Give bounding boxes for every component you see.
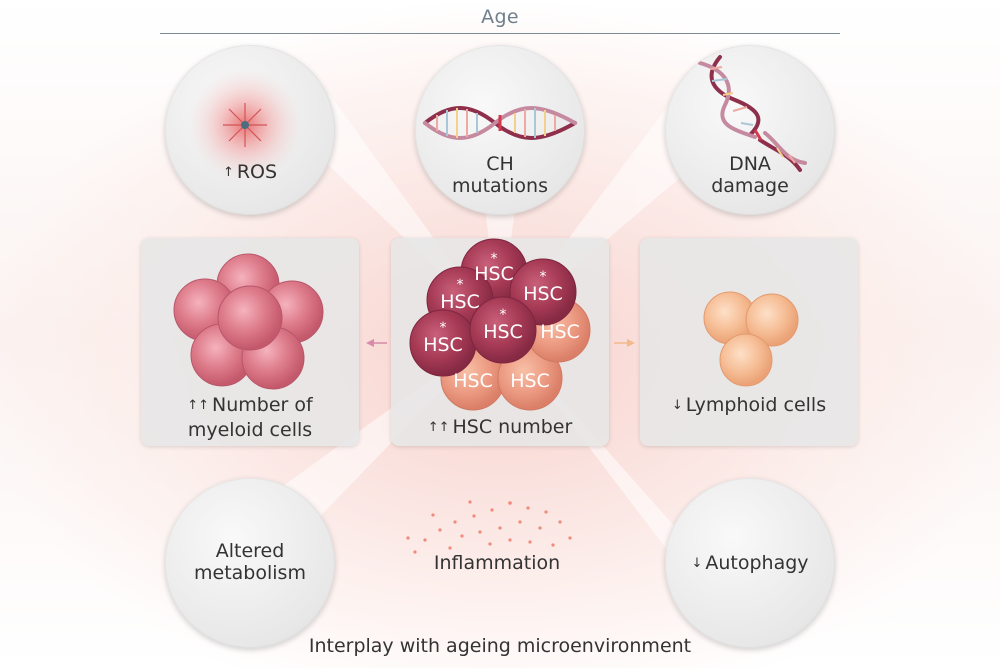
hsc-cell-label: HSC — [540, 321, 580, 343]
metabolism-circle: Altered metabolism — [165, 478, 335, 648]
ch-mutations-circle: CH mutations — [415, 45, 585, 215]
footer-caption: Interplay with ageing microenvironment — [308, 635, 692, 657]
inflammation-label: Inflammation — [433, 552, 561, 574]
metabolism-label: Altered metabolism — [194, 540, 306, 584]
age-axis-line — [160, 33, 840, 34]
ros-burst-icon — [187, 67, 303, 183]
dna-damage-label: DNA damage — [711, 153, 789, 197]
hsc-mutant-marker: * — [499, 307, 507, 323]
autophagy-circle: ↓Autophagy — [665, 478, 835, 648]
age-axis-label: Age — [481, 6, 519, 28]
ch-mutations-label: CH mutations — [452, 153, 548, 197]
hsc-cell-label: HSC — [483, 321, 523, 343]
hsc-cell-label: HSC — [440, 291, 480, 313]
myeloid-panel: ↑↑Number of myeloid cells — [141, 238, 359, 446]
hsc-cell-label: HSC — [510, 370, 550, 392]
lymphoid-panel: ↓Lymphoid cells — [640, 238, 858, 446]
hsc-cell-label: HSC — [523, 283, 563, 305]
hsc-number-label: ↑↑HSC number — [427, 416, 573, 438]
hsc-mutant-marker: * — [490, 251, 498, 267]
myeloid-label: ↑↑Number of myeloid cells — [187, 394, 313, 441]
hsc-mutant-marker: * — [456, 277, 464, 293]
ros-label: ↑ROS — [222, 161, 278, 183]
ros-circle: ↑ROS — [165, 45, 335, 215]
lymphoid-label: ↓Lymphoid cells — [671, 394, 827, 416]
hsc-cell-label: HSC — [423, 334, 463, 356]
dna-damage-circle: DNA damage — [665, 45, 835, 215]
hsc-mutant-marker: * — [439, 320, 447, 336]
broken-dna-icon — [698, 55, 807, 172]
hsc-mutant-marker: * — [539, 269, 547, 285]
dna-helix-icon — [423, 106, 577, 140]
hsc-cell-label: HSC — [453, 370, 493, 392]
autophagy-label: ↓Autophagy — [691, 552, 809, 574]
hsc-cell-label: HSC — [474, 263, 514, 285]
